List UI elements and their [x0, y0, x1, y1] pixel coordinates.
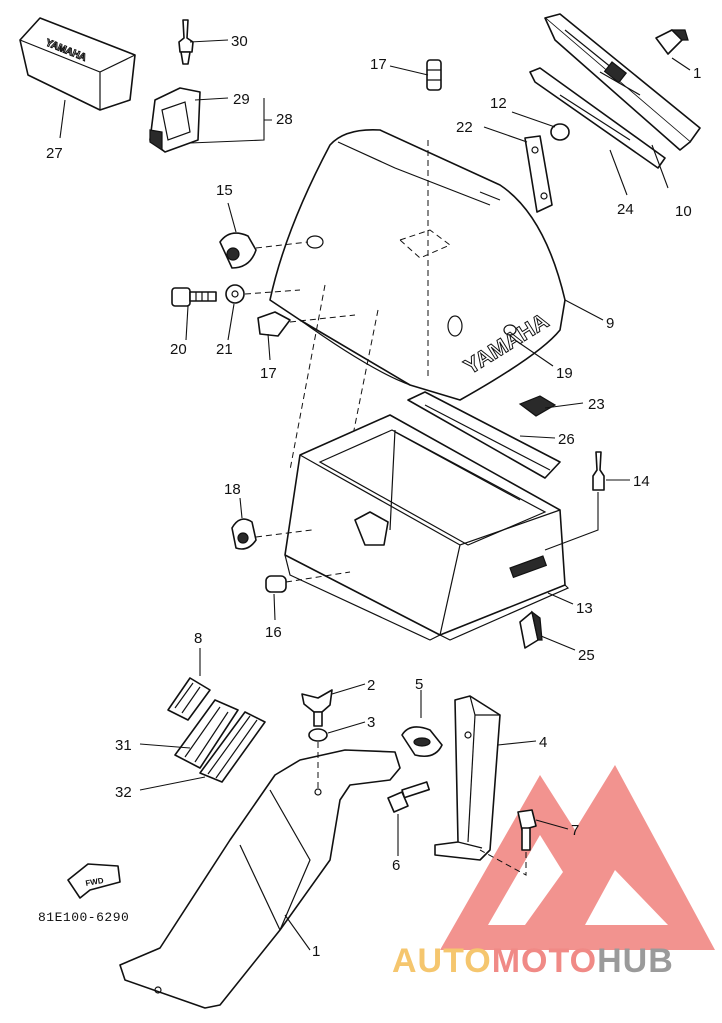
leader-lines	[59, 39, 691, 951]
part-7-bolt	[479, 809, 537, 876]
part-30-pin	[178, 19, 194, 65]
callout-12: 12	[490, 95, 507, 112]
svg-text:AUTOMOTOHUB: AUTOMOTOHUB	[392, 942, 674, 980]
callout-24: 24	[617, 201, 634, 218]
watermark-text: AUTOMOTOHUB	[392, 942, 674, 980]
callout-23: 23	[588, 396, 605, 413]
callout-8: 8	[194, 630, 202, 647]
part-1-bolt-top	[655, 29, 689, 55]
callout-16: 16	[265, 624, 282, 641]
part-2-wing-bolt	[301, 689, 333, 727]
part-3-washer	[308, 728, 328, 790]
callout-13: 13	[576, 600, 593, 617]
callout-18: 18	[224, 481, 241, 498]
part-8-pad	[167, 677, 211, 721]
callout-15: 15	[216, 182, 233, 199]
part-31-pad	[174, 699, 239, 769]
callout-22: 22	[456, 119, 473, 136]
part-15-grommet	[219, 232, 324, 269]
part-6-bolt	[387, 781, 430, 813]
fwd-label: FWD	[85, 876, 105, 888]
part-17-nut-top	[426, 59, 442, 91]
watermark-hub: HUB	[597, 942, 674, 980]
callout-9: 9	[606, 315, 614, 332]
part-1-bottom-plate	[119, 749, 401, 1009]
callout-6: 6	[392, 857, 400, 874]
part-12-grommet	[550, 123, 570, 141]
part-5-grommet	[401, 726, 443, 758]
part-9-tail-cover: YAMAHA	[269, 128, 566, 401]
part-25-clip	[519, 610, 543, 649]
part-32-pad	[199, 711, 266, 783]
callout-21: 21	[216, 341, 233, 358]
part-16-grommet	[265, 571, 351, 593]
watermark-logo	[440, 765, 715, 950]
part-10-plate	[544, 13, 701, 151]
callout-30: 30	[231, 33, 248, 50]
callout-32: 32	[115, 784, 132, 801]
part-18-grommet	[231, 518, 313, 550]
watermark-triangle-icon	[440, 765, 715, 950]
callout-17-side: 17	[260, 365, 277, 382]
callout-17-top: 17	[370, 56, 387, 73]
part-27-cushion: YAMAHA	[19, 17, 136, 111]
callout-28: 28	[276, 111, 293, 128]
callout-27: 27	[46, 145, 63, 162]
callout-31: 31	[115, 737, 132, 754]
part-13-seat-box	[284, 414, 570, 641]
part-20-bolt	[171, 287, 217, 307]
callout-26: 26	[558, 431, 575, 448]
callout-2: 2	[367, 677, 375, 694]
watermark-moto: MOTO	[492, 942, 597, 980]
part-14-screw	[544, 451, 605, 551]
watermark-auto: AUTO	[392, 942, 492, 980]
guide-line-left	[289, 284, 326, 471]
callout-19: 19	[556, 365, 573, 382]
callout-14: 14	[633, 473, 650, 490]
callout-25: 25	[578, 647, 595, 664]
callout-10: 10	[675, 203, 692, 220]
part-28-29-catch	[149, 87, 201, 153]
part-17-nut-side	[257, 311, 356, 337]
part-22-stay	[524, 135, 553, 213]
part-24-bracket	[529, 67, 666, 169]
callout-numbers: 1 1 2 3 4 5 6 7 8 9 10 12 13 14 15 16 17…	[46, 33, 701, 960]
part-19-emblem-grommet	[503, 324, 517, 336]
callout-1-bottom: 1	[312, 943, 320, 960]
callout-20: 20	[170, 341, 187, 358]
callout-3: 3	[367, 714, 375, 731]
callout-4: 4	[539, 734, 547, 751]
callout-29: 29	[233, 91, 250, 108]
part-23-pad	[518, 395, 557, 417]
drawing-code: 81E100-6290	[38, 910, 129, 925]
callout-5: 5	[415, 676, 423, 693]
part-4-bracket	[434, 695, 501, 861]
callout-7: 7	[571, 822, 579, 839]
fwd-arrow-icon: FWD	[67, 863, 121, 899]
callout-1-top: 1	[693, 65, 701, 82]
part-21-washer	[225, 284, 301, 304]
part-26-plate	[407, 391, 561, 479]
